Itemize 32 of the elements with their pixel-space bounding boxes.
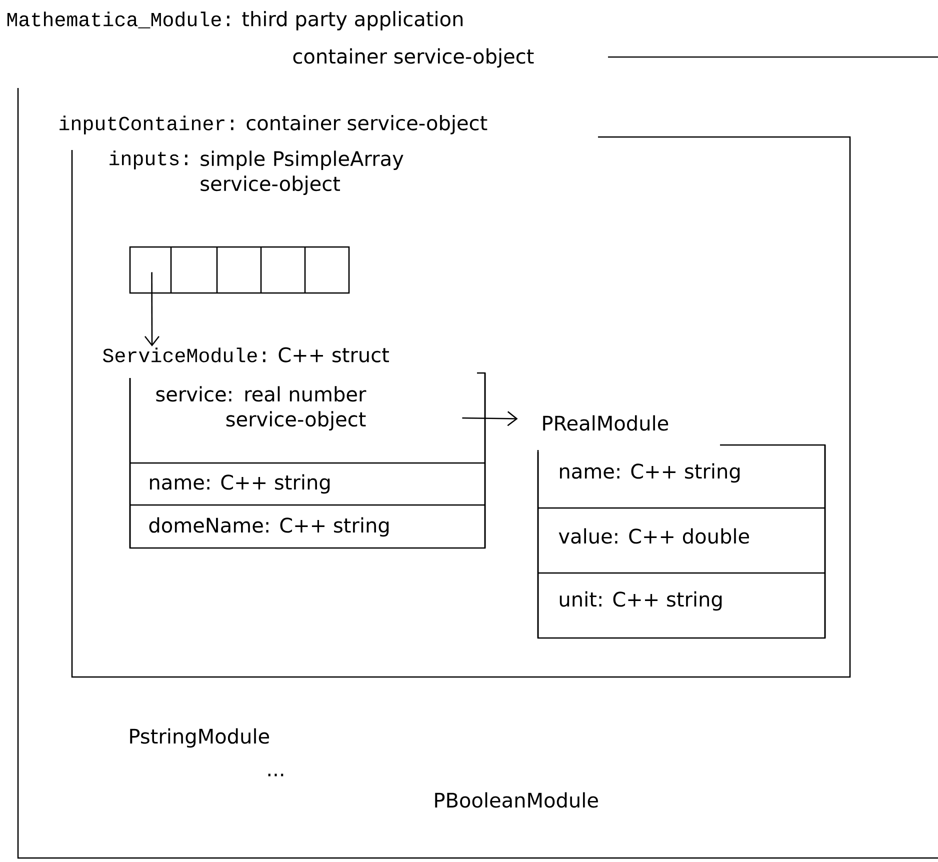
- heading-text: PRealModule: [543, 415, 668, 431]
- heading-text: inputs:: [110, 150, 188, 170]
- label-text: ...: [268, 774, 284, 776]
- container-frame: [60, 114, 851, 678]
- field-text: unit: C++ string: [560, 591, 722, 611]
- heading-text: container service-object: [293, 48, 534, 68]
- field-text: value: C++ double: [558, 528, 749, 544]
- array-drawing: [110, 150, 404, 294]
- field-text: name: C++ string: [150, 474, 330, 494]
- label-text: third party application: [242, 10, 463, 30]
- field-row: [129, 462, 486, 505]
- field-text: name: C++ string: [560, 463, 740, 483]
- field-row: [537, 444, 826, 508]
- container-frame: [17, 48, 938, 859]
- label-text: PBooleanModule: [435, 792, 598, 808]
- arrow: [462, 411, 518, 426]
- heading-text: inputContainer:: [60, 116, 234, 134]
- field-row: [129, 504, 486, 548]
- struct-box: [537, 415, 826, 639]
- label-text: Mathematica_Module:: [7, 12, 230, 28]
- heading-text: ServiceModule:: [102, 348, 266, 362]
- field-row: [129, 373, 486, 463]
- heading-text: C++ struct: [278, 347, 389, 362]
- heading-text: container service-object: [246, 114, 488, 134]
- struct-box: [102, 347, 486, 549]
- field-text: service: real number service-object: [156, 386, 366, 431]
- field-row: [537, 507, 826, 573]
- label-text: PstringModule: [130, 728, 270, 748]
- heading-text: simple PsimpleArray service-object: [200, 150, 404, 196]
- field-row: [537, 572, 826, 638]
- arrow: [144, 272, 160, 346]
- field-text: domeName: C++ string: [149, 517, 389, 537]
